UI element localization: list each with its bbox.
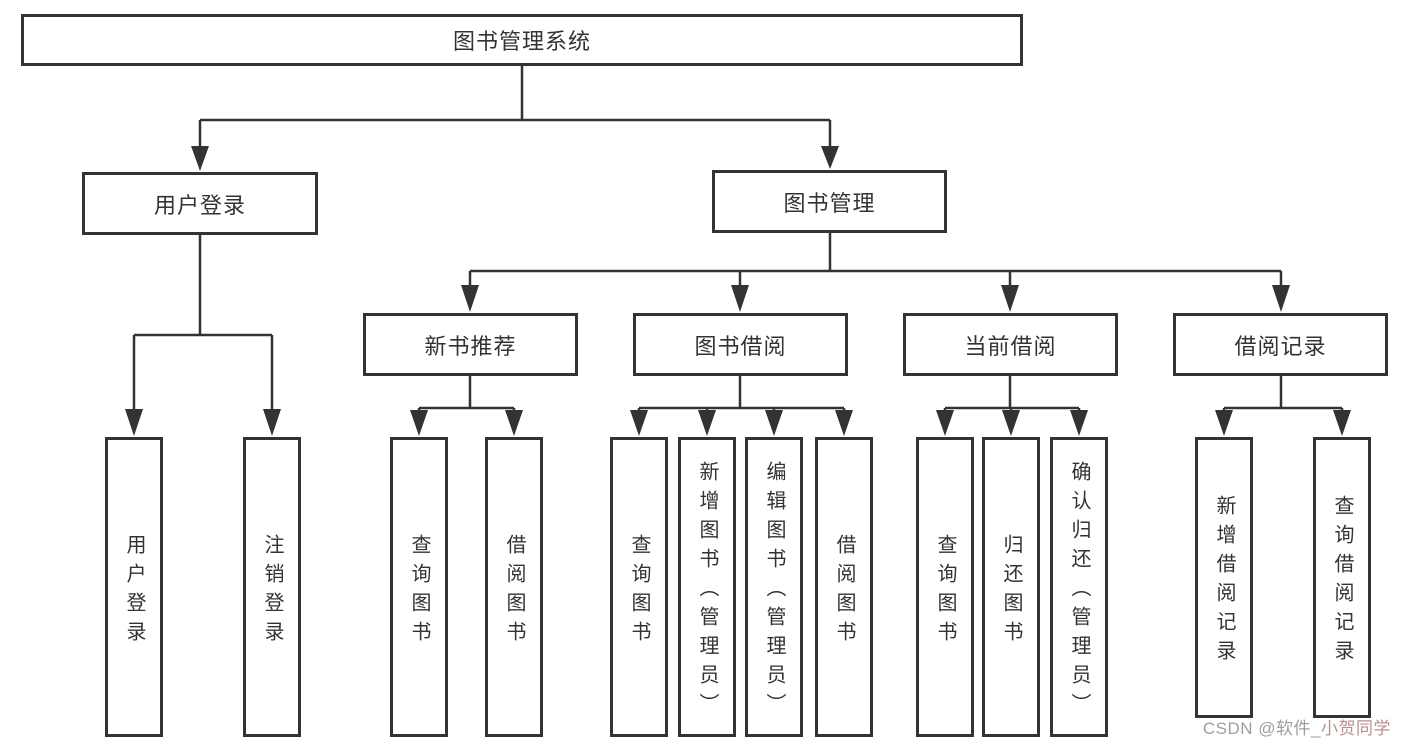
arrow-icon <box>835 410 853 436</box>
arrow-icon <box>1333 410 1351 436</box>
node-borrow-records-label: 借阅记录 <box>1234 333 1327 359</box>
node-root: 图书管理系统 <box>21 14 1023 66</box>
connector-book-borrow <box>637 376 846 411</box>
leaf-borrow-books-2-label: 借阅图书 <box>833 533 855 650</box>
leaf-return-books: 归还图书 <box>982 437 1040 737</box>
arrow-icon <box>1001 285 1019 312</box>
connector-root <box>198 66 832 146</box>
node-borrow-records: 借阅记录 <box>1173 313 1388 376</box>
leaf-query-books-3: 查询图书 <box>916 437 974 737</box>
leaf-query-books-1: 查询图书 <box>390 437 448 737</box>
arrow-icon <box>125 409 143 436</box>
node-book-management: 图书管理 <box>712 170 947 233</box>
arrow-icon <box>410 410 428 436</box>
leaf-user-login: 用户登录 <box>105 437 163 737</box>
connector-user-login <box>132 235 274 409</box>
arrow-icon <box>1070 410 1088 436</box>
leaf-user-login-label: 用户登录 <box>123 533 145 650</box>
leaf-confirm-return-admin: 确认归还（管理员） <box>1050 437 1108 737</box>
leaf-add-borrow-record-label: 新增借阅记录 <box>1213 495 1235 669</box>
leaf-logout: 注销登录 <box>243 437 301 737</box>
leaf-logout-label: 注销登录 <box>261 533 283 650</box>
leaf-borrow-books-1-label: 借阅图书 <box>503 533 525 650</box>
node-user-login: 用户登录 <box>82 172 318 235</box>
node-book-management-label: 图书管理 <box>783 190 876 216</box>
arrow-icon <box>630 410 648 436</box>
leaf-borrow-books-1: 借阅图书 <box>485 437 543 737</box>
leaf-edit-books-admin-label: 编辑图书（管理员） <box>763 461 785 722</box>
node-new-book-recommend: 新书推荐 <box>363 313 578 376</box>
leaf-add-books-admin: 新增图书（管理员） <box>678 437 736 737</box>
leaf-return-books-label: 归还图书 <box>1000 533 1022 650</box>
leaf-query-books-3-label: 查询图书 <box>934 533 956 650</box>
leaf-query-books-2-label: 查询图书 <box>628 533 650 650</box>
arrow-icon <box>765 410 783 436</box>
leaf-add-books-admin-label: 新增图书（管理员） <box>696 461 718 722</box>
leaf-query-borrow-record: 查询借阅记录 <box>1313 437 1371 718</box>
leaf-query-borrow-record-label: 查询借阅记录 <box>1331 495 1353 669</box>
leaf-edit-books-admin: 编辑图书（管理员） <box>745 437 803 737</box>
arrow-icon <box>936 410 954 436</box>
node-current-borrow-label: 当前借阅 <box>964 333 1057 359</box>
arrow-icon <box>731 285 749 312</box>
watermark-prefix: CSDN @软件_ <box>1202 719 1321 738</box>
arrow-icon <box>263 409 281 436</box>
leaf-query-books-2: 查询图书 <box>610 437 668 737</box>
arrow-icon <box>191 146 209 171</box>
node-new-book-recommend-label: 新书推荐 <box>424 333 517 359</box>
node-book-borrow-label: 图书借阅 <box>694 333 787 359</box>
node-book-borrow: 图书借阅 <box>633 313 848 376</box>
watermark-accent: 小贺同学 <box>1321 719 1391 738</box>
leaf-confirm-return-admin-label: 确认归还（管理员） <box>1068 461 1090 722</box>
node-user-login-label: 用户登录 <box>153 192 246 218</box>
leaf-add-borrow-record: 新增借阅记录 <box>1195 437 1253 718</box>
arrow-icon <box>1215 410 1233 436</box>
connector-new-book <box>417 376 516 411</box>
connector-borrow-records <box>1222 376 1344 411</box>
arrow-icon <box>1002 410 1020 436</box>
connector-current-borrow <box>943 376 1081 411</box>
arrow-icon <box>821 146 839 169</box>
arrow-icon <box>698 410 716 436</box>
connector-book-mgmt <box>468 233 1283 285</box>
leaf-query-books-1-label: 查询图书 <box>408 533 430 650</box>
arrow-icon <box>461 285 479 312</box>
node-root-label: 图书管理系统 <box>452 29 591 54</box>
watermark: CSDN @软件_小贺同学 <box>1203 714 1391 739</box>
arrow-icon <box>505 410 523 436</box>
leaf-borrow-books-2: 借阅图书 <box>815 437 873 737</box>
node-current-borrow: 当前借阅 <box>903 313 1118 376</box>
arrow-icon <box>1272 285 1290 312</box>
